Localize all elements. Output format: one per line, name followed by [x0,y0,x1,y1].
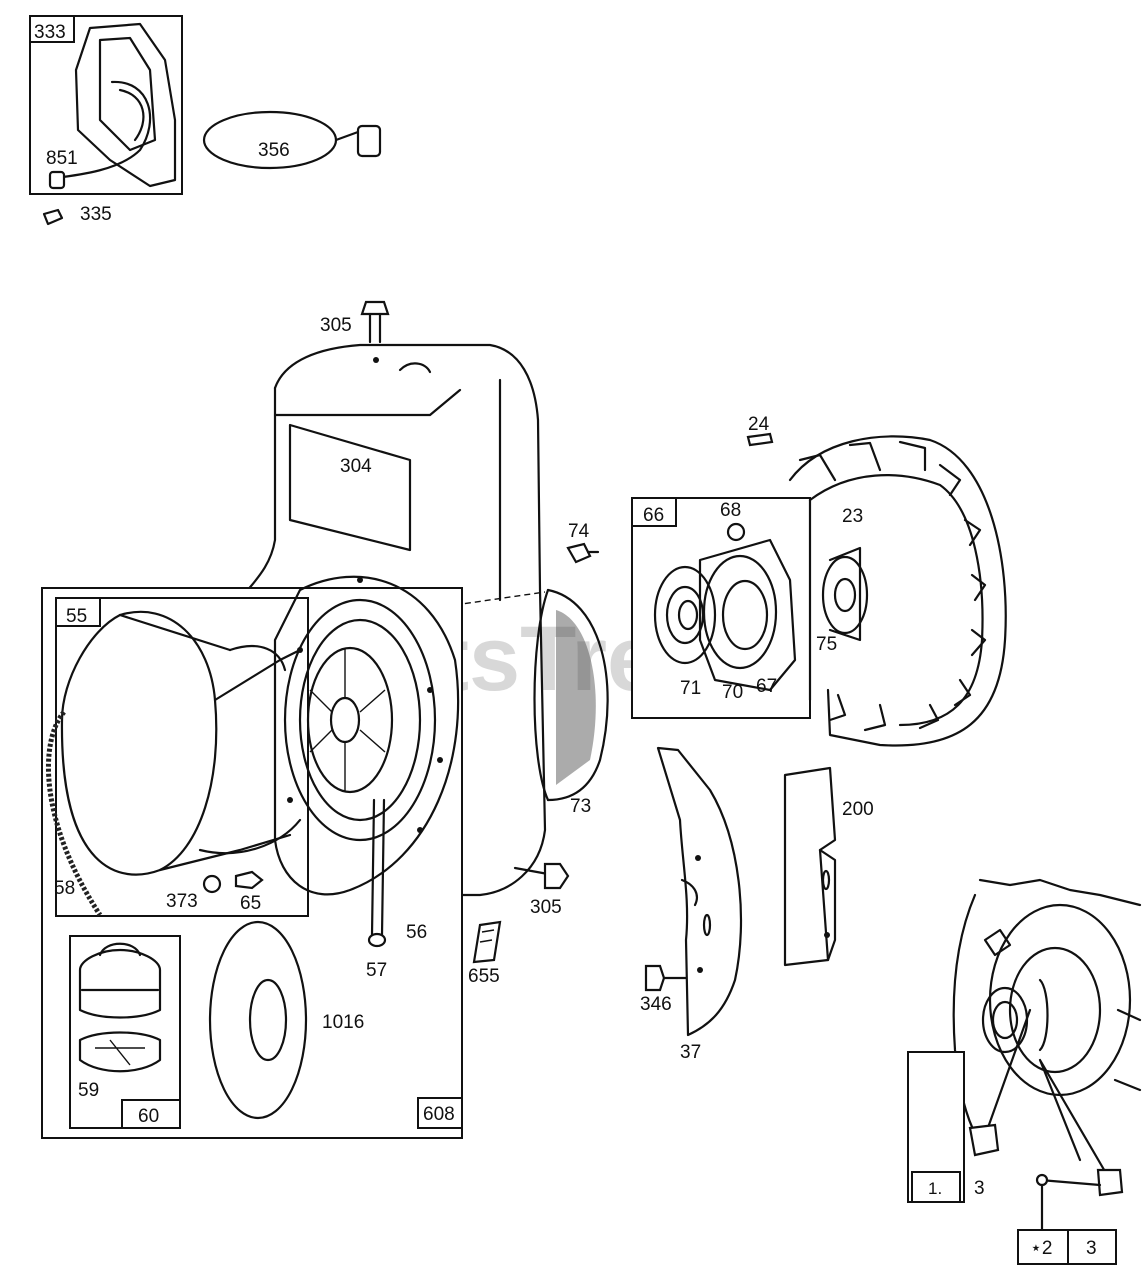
label-3-upper: 3 [974,1178,985,1199]
label-373: 373 [166,891,198,912]
label-851: 851 [46,148,78,169]
label-71: 71 [680,678,701,699]
label-356: 356 [258,140,290,161]
label-1: 1. [928,1179,942,1198]
starter-clutch-kit [631,497,811,719]
label-2: ⋆2 [1030,1238,1052,1259]
rotating-screen-73 [533,588,609,802]
label-305-bottom: 305 [530,897,562,918]
label-655: 655 [468,966,500,987]
label-56: 56 [406,922,427,943]
label-57: 57 [366,960,387,981]
label-66: 66 [643,505,664,526]
label-60: 60 [138,1106,159,1127]
ground-wire-356 [202,110,382,170]
label-67: 67 [756,676,777,697]
armature-kit-group [29,15,183,226]
label-74: 74 [568,521,590,542]
screw-346 [644,964,688,992]
flywheel-23 [788,435,1007,747]
label-70: 70 [722,682,743,703]
bolt-305-top [360,300,390,344]
label-333: 333 [34,22,66,43]
label-304: 304 [340,456,372,477]
label-608: 608 [423,1104,455,1125]
label-346: 346 [640,994,672,1015]
label-335: 335 [80,204,112,225]
bolt-74 [566,542,600,564]
bolt-305-bottom [513,862,570,890]
label-200: 200 [842,799,874,820]
clip-655 [472,920,502,964]
label-68: 68 [720,500,741,521]
label-55: 55 [66,606,87,627]
label-37: 37 [680,1042,701,1063]
label-24: 24 [748,414,770,435]
label-59: 59 [78,1080,99,1101]
rewind-starter-kit [41,575,463,1139]
label-58: 58 [54,878,75,899]
flywheel-key-24 [746,432,774,447]
label-65: 65 [240,893,261,914]
label-3-lower: 3 [1086,1238,1097,1259]
label-23: 23 [842,506,863,527]
part-labels: 333 851 335 356 305 304 24 74 66 68 23 7… [34,22,1097,1259]
label-1016: 1016 [322,1012,364,1033]
label-73: 73 [570,796,591,817]
air-guide-200 [783,766,837,967]
crankcase-view [907,878,1142,1265]
cylinder-shield-37 [656,746,743,1037]
label-75: 75 [816,634,837,655]
label-305-top: 305 [320,315,352,336]
